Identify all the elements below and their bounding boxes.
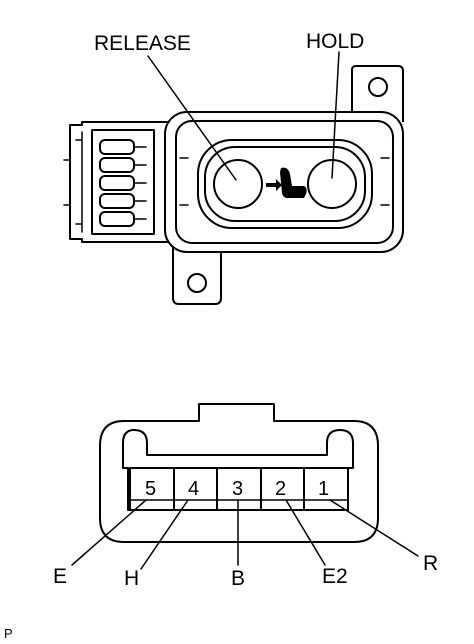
- pin-number-5: 5: [145, 478, 156, 500]
- terminal-label-b: B: [231, 567, 245, 590]
- seat-symbol-icon: [266, 167, 307, 198]
- terminal-label-r: R: [423, 552, 438, 575]
- pin-number-3: 3: [232, 478, 243, 500]
- figure-code: P: [4, 626, 13, 641]
- hold-knob: [307, 159, 357, 209]
- release-label: RELEASE: [94, 32, 191, 55]
- leader-r: [329, 499, 419, 557]
- leader-e2: [285, 499, 326, 566]
- terminal-label-e: E: [53, 565, 67, 588]
- terminal-label-h: H: [124, 567, 139, 590]
- terminal-row: [129, 467, 349, 511]
- mounting-hole-top: [368, 77, 388, 97]
- hold-label: HOLD: [306, 30, 364, 53]
- mounting-tab-top: [351, 65, 404, 122]
- leader-e: [71, 499, 147, 566]
- mounting-hole-bottom: [187, 273, 207, 293]
- connector-cavity: [122, 429, 354, 511]
- leader-h: [140, 499, 189, 570]
- connector-face: [99, 403, 379, 543]
- switch-housing-inner: [175, 120, 394, 244]
- release-leader: [147, 55, 237, 181]
- pin-number-1: 1: [318, 478, 329, 500]
- switch-assembly: [63, 51, 404, 305]
- side-connector: [63, 121, 169, 243]
- terminal-label-e2: E2: [322, 565, 348, 588]
- pin-number-4: 4: [188, 478, 199, 500]
- release-knob: [213, 159, 263, 209]
- hold-leader: [331, 51, 340, 179]
- pin-number-2: 2: [275, 478, 286, 500]
